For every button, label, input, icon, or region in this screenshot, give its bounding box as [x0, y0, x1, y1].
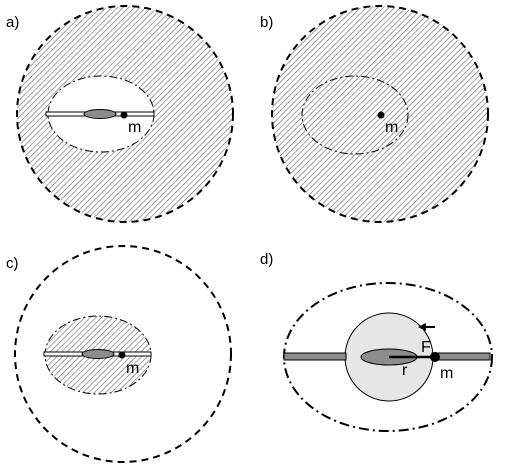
panel-b-label: b)	[260, 14, 273, 31]
panel-b-mass	[377, 111, 385, 119]
panel-b-inner-boundary	[301, 75, 409, 155]
panel-c-outer-circle	[14, 245, 232, 463]
panel-a-mass	[120, 111, 128, 119]
panel-c-mass-label: m	[126, 360, 139, 377]
panel-c-label: c)	[6, 255, 19, 272]
panel-d-force-arrow	[418, 323, 435, 331]
panel-c-mass	[118, 351, 126, 359]
panel-d-mass-label: m	[440, 365, 453, 382]
panel-d-radius-label: r	[402, 362, 408, 379]
panel-d-rod-left	[283, 352, 347, 361]
panel-d-label: d)	[260, 251, 273, 268]
panel-c-disk	[81, 349, 115, 359]
panel-a-mass-label: m	[128, 119, 141, 136]
panel-a: a) m	[6, 5, 234, 223]
panel-b: b) m	[260, 5, 489, 223]
panel-d-rod-right	[431, 352, 491, 361]
panel-c: c) m	[6, 245, 232, 463]
panel-a-label: a)	[6, 14, 19, 31]
panel-d: d) F r m	[260, 251, 493, 432]
panel-a-disk	[83, 109, 117, 119]
panel-d-mass	[430, 352, 440, 362]
panel-d-force-label: F	[421, 339, 431, 356]
panel-b-mass-label: m	[385, 119, 398, 136]
